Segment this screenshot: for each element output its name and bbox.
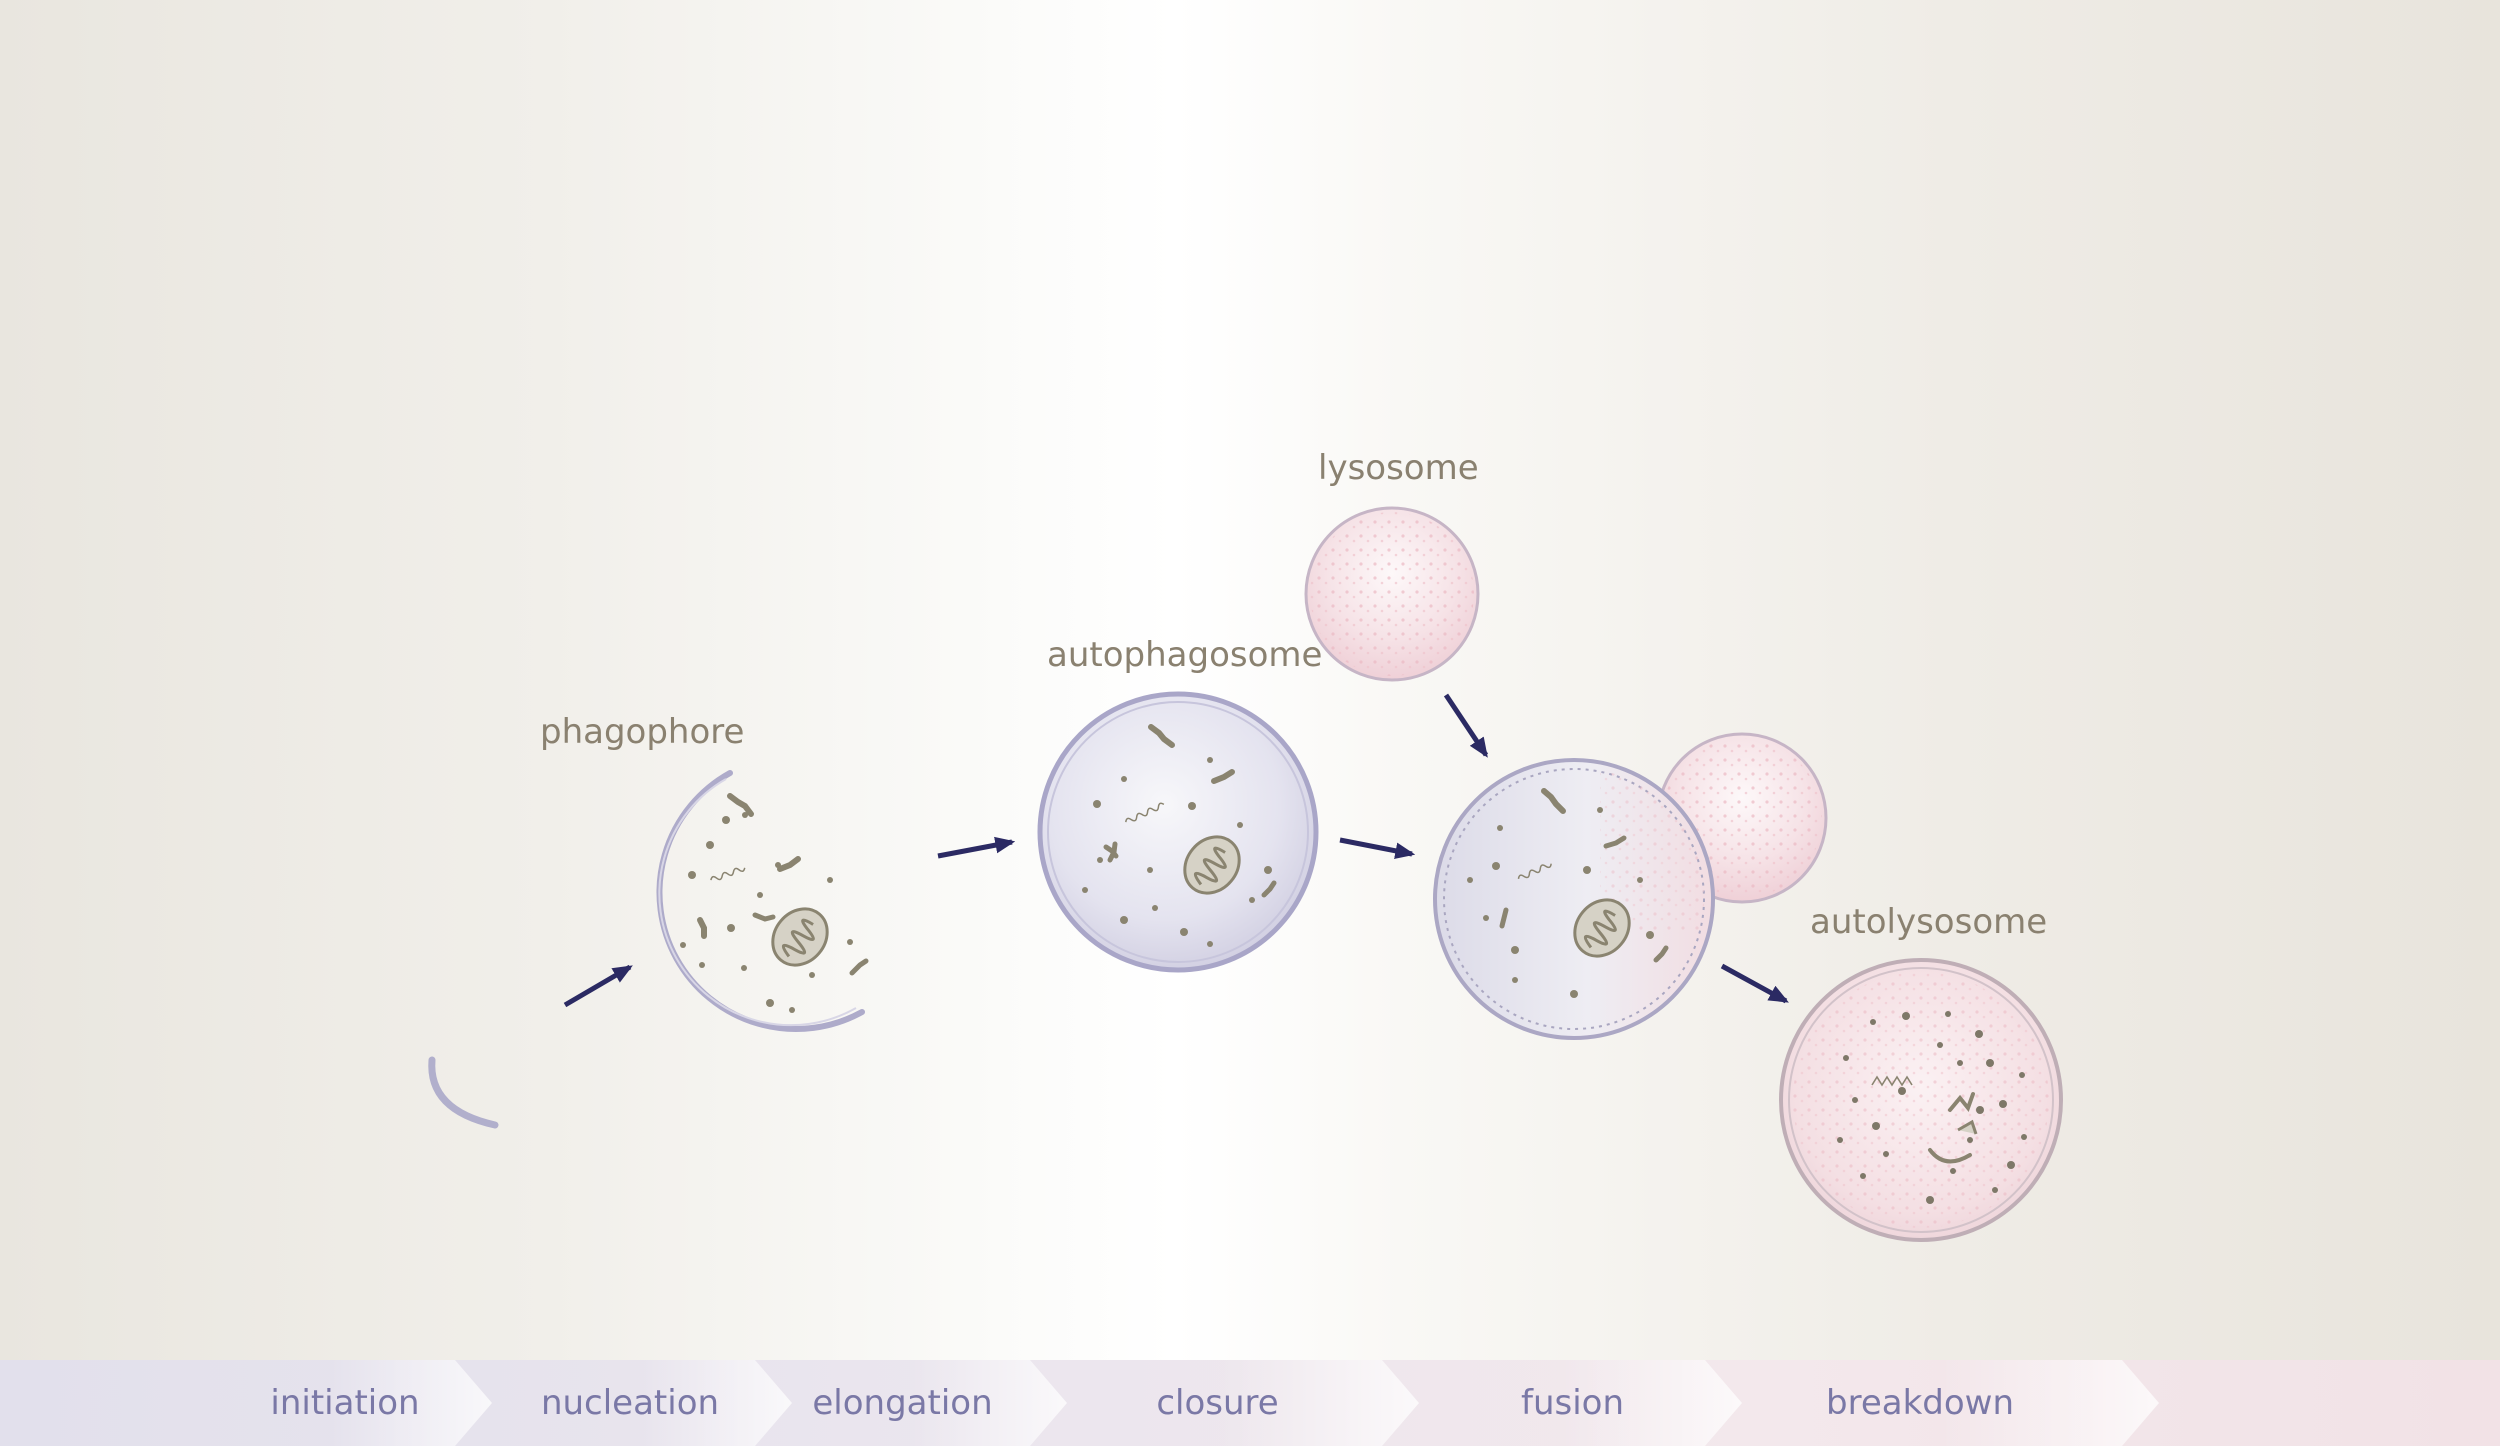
stage-fusion: fusion [1520,1383,1625,1423]
stage-bar: initiation nucleation elongation closure… [0,1360,2500,1446]
lysosome-label: lysosome [1318,448,1479,488]
initiation-membrane [428,1056,499,1129]
autolysosome-label: autolysosome [1810,902,2048,942]
arrow-initiation-to-phagophore [563,964,633,1008]
stage-elongation: elongation [812,1383,993,1423]
arrow-autophagosome-to-fusion [1339,837,1416,859]
autophagosome-label: autophagosome [1047,635,1323,675]
autophagosome [1037,691,1319,973]
stage-initiation: initiation [270,1383,420,1423]
fusion-vesicle [1433,758,1715,1040]
arrow-lysosome-to-fusion [1443,693,1489,758]
stage-closure: closure [1156,1383,1279,1423]
stage-breakdown: breakdown [1826,1383,2014,1423]
autophagy-diagram [428,506,2063,1242]
stage-nucleation: nucleation [540,1383,720,1423]
phagophore-label: phagophore [540,712,745,752]
arrow-phagophore-to-autophagosome [937,836,1016,859]
arrow-fusion-to-autolysosome [1720,963,1789,1004]
stage-chevrons [330,1360,2159,1446]
autolysosome [1779,958,2063,1242]
lysosome [1304,506,1480,682]
phagophore [656,770,869,1032]
